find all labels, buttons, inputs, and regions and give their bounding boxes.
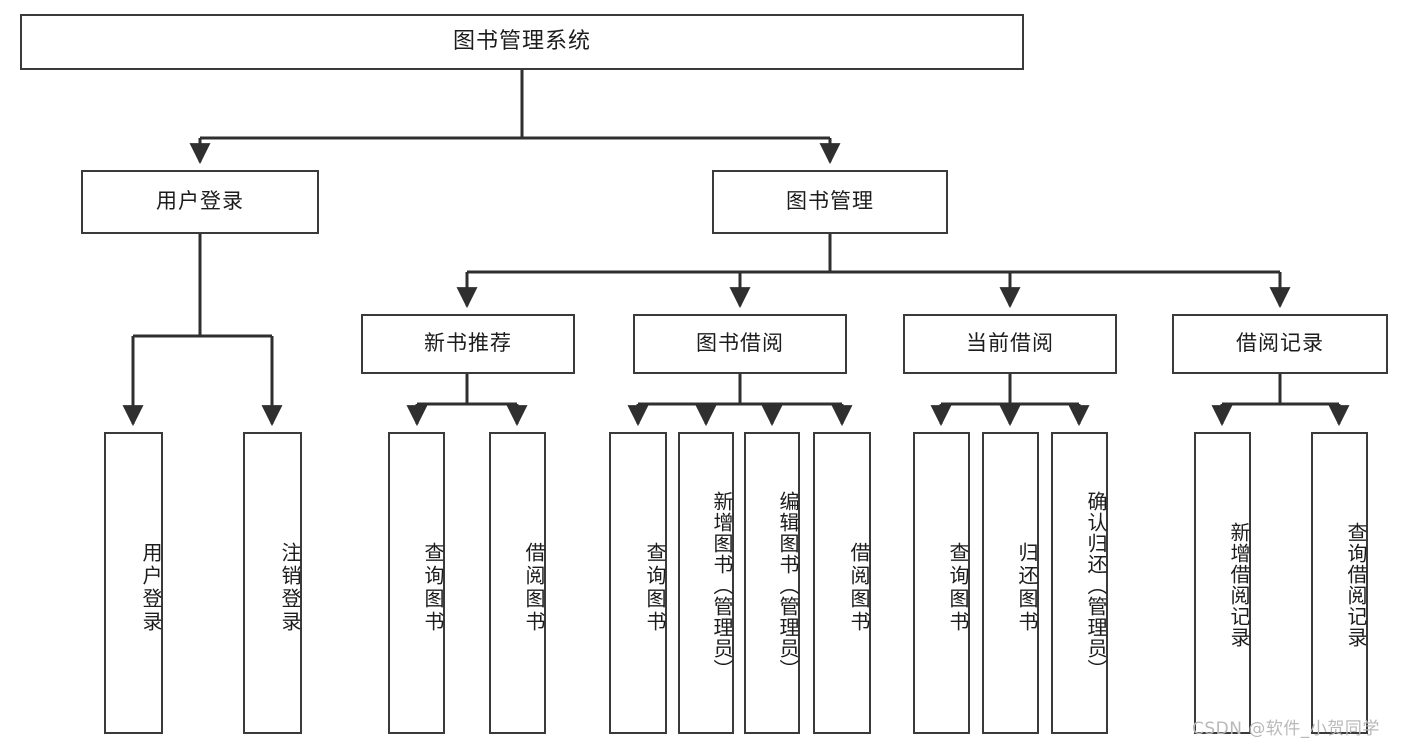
node-user-login[interactable]: 用户登录	[81, 170, 319, 234]
leaf-confirm-return-admin[interactable]: 确认归还（管理员）	[1051, 432, 1108, 734]
leaf-user-login[interactable]: 用户登录	[104, 432, 163, 734]
leaf-edit-book-admin[interactable]: 编辑图书（管理员）	[744, 432, 800, 734]
leaf-borrow-book-recommend[interactable]: 借阅图书	[489, 432, 546, 734]
node-root-system[interactable]: 图书管理系统	[20, 14, 1024, 70]
leaf-query-book-current[interactable]: 查询图书	[913, 432, 970, 734]
leaf-add-borrow-record[interactable]: 新增借阅记录	[1194, 432, 1251, 734]
node-borrow-record[interactable]: 借阅记录	[1172, 314, 1388, 374]
watermark-credit: CSDN @软件_小贺同学	[1192, 719, 1380, 739]
leaf-borrow-book[interactable]: 借阅图书	[813, 432, 871, 734]
leaf-return-book[interactable]: 归还图书	[982, 432, 1039, 734]
node-current-borrow[interactable]: 当前借阅	[903, 314, 1117, 374]
leaf-add-book-admin[interactable]: 新增图书（管理员）	[678, 432, 734, 734]
node-book-manage[interactable]: 图书管理	[712, 170, 948, 234]
leaf-query-book-recommend[interactable]: 查询图书	[388, 432, 445, 734]
leaf-query-borrow-record[interactable]: 查询借阅记录	[1311, 432, 1368, 734]
node-book-borrow[interactable]: 图书借阅	[633, 314, 847, 374]
node-new-book-recommend[interactable]: 新书推荐	[361, 314, 575, 374]
leaf-query-book-borrow[interactable]: 查询图书	[609, 432, 667, 734]
leaf-user-logout[interactable]: 注销登录	[243, 432, 302, 734]
